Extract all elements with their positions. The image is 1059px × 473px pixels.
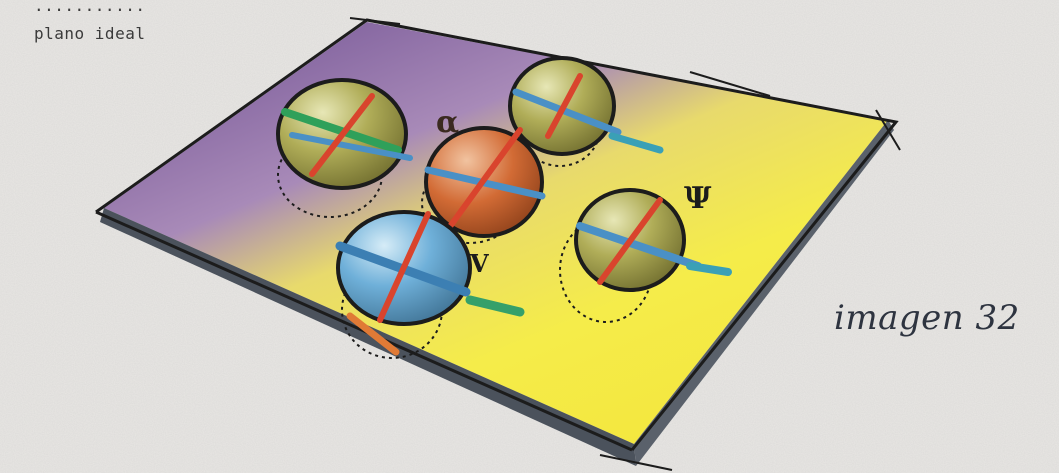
caption-partial-line: ........... [34, 0, 145, 15]
symbol-psi: Ψ [684, 181, 712, 216]
symbol-alpha: α [436, 105, 459, 140]
sphere-center [426, 128, 542, 236]
caption-text: plano ideal [34, 24, 145, 43]
symbol-v: V [469, 249, 489, 278]
sphere-upper-left [278, 80, 410, 188]
image-label: imagen 32 [834, 298, 1020, 338]
